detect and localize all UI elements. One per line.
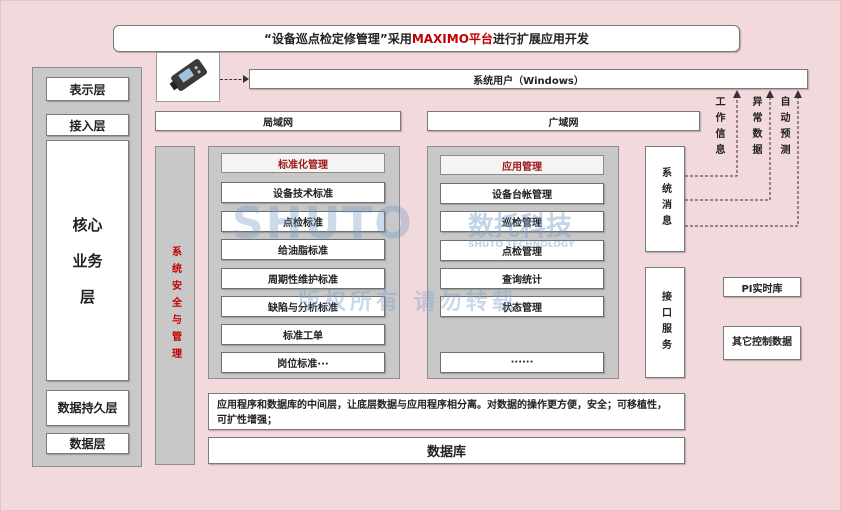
other-control-data-text: 其它控制数据 [732,337,792,348]
application-title: 应用管理 [440,155,604,175]
app-item-inspection: 巡检管理 [440,211,604,232]
other-control-data-box: 其它控制数据 [723,326,801,360]
wide-area-network-bar: 广域网 [427,111,700,131]
middleware-text: 应用程序和数据库的中间层，让底层数据与应用程序相分离。对数据的操作更方便，安全；… [217,400,667,426]
security-management-label: 系统安全与管理 [169,246,181,365]
middleware-description-box: 应用程序和数据库的中间层，让底层数据与应用程序相分离。对数据的操作更方便，安全；… [208,393,685,430]
connector-arrowhead [243,75,249,83]
core-label-3: 层 [79,287,95,306]
app-item-status: 状态管理 [440,296,604,317]
handheld-terminal-icon [156,52,220,102]
system-message-box: 系统消息 [645,146,685,252]
work-info-label: 工作信息 [713,96,724,160]
feedback-arrow-work-info [685,96,738,177]
title-brand: MAXIMO平台 [411,32,493,46]
std-item-defect-analysis: 缺陷与分析标准 [221,296,385,317]
device-to-user-connector [220,79,246,80]
std-item-post-standard: 岗位标准··· [221,352,385,373]
system-user-bar: 系统用户（Windows） [249,69,808,89]
std-item-lubrication: 给油脂标准 [221,239,385,260]
layer-presentation: 表示层 [46,77,129,101]
persistence-text: 数据持久层 [57,401,118,415]
core-label-2: 业务 [72,251,103,270]
local-area-network-bar: 局域网 [155,111,401,131]
standardization-title: 标准化管理 [221,153,385,173]
app-item-more: ······ [440,352,604,373]
title-prefix: “设备巡点检定修管理”采用 [264,32,412,46]
feedback-arrow-predict [685,96,799,227]
layer-access: 接入层 [46,114,129,136]
auto-prediction-label: 自动预测 [778,96,789,160]
pi-realtime-box: PI实时库 [723,277,801,297]
app-item-ledger: 设备台帐管理 [440,183,604,204]
std-item-equipment-tech: 设备技术标准 [221,182,385,203]
abnormal-data-label: 异常数据 [750,96,761,160]
system-message-label: 系统消息 [659,167,671,231]
std-item-spot-check: 点检标准 [221,211,385,232]
interface-service-label: 接口服务 [659,290,671,355]
layer-persistence: 数据持久层 [46,390,129,426]
layer-core-business: 核心 业务 层 [46,140,129,381]
feedback-arrow-abnormal [685,96,771,201]
app-item-spot-check: 点检管理 [440,240,604,261]
arrowhead-predict [794,90,802,98]
security-management-column: 系统安全与管理 [155,146,195,465]
database-box: 数据库 [208,437,685,464]
app-item-query-stats: 查询统计 [440,268,604,289]
arrowhead-work-info [733,90,741,98]
std-item-periodic-maintenance: 周期性维护标准 [221,268,385,289]
layer-data: 数据层 [46,433,129,454]
arrowhead-abnormal [766,90,774,98]
std-item-work-order: 标准工单 [221,324,385,345]
interface-service-box: 接口服务 [645,267,685,378]
title-suffix: 进行扩展应用开发 [492,32,589,46]
core-label-1: 核心 [72,215,103,234]
